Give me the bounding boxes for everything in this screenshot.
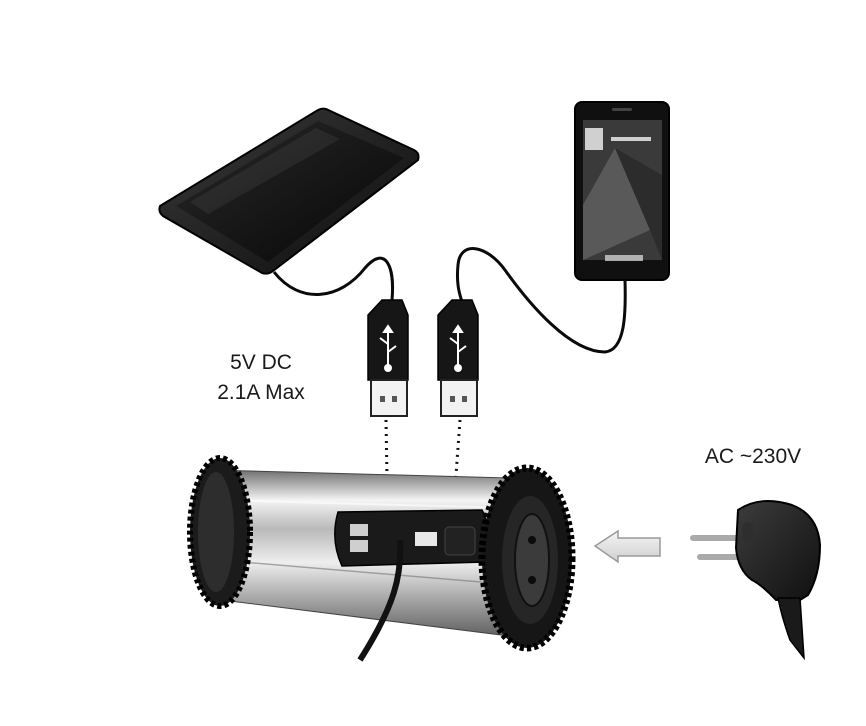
dc-output-current-label: 2.1A Max (217, 381, 305, 404)
usb-plug-right (437, 299, 479, 417)
car-inverter (187, 455, 576, 662)
dc-output-voltage-label: 5V DC (230, 351, 292, 374)
left-arrow-icon (593, 529, 661, 564)
usb-icon (449, 324, 467, 372)
tablet (158, 107, 420, 275)
usb-cables (272, 247, 627, 354)
usb-icon (379, 324, 397, 372)
ac-input-label: AC ~230V (704, 445, 802, 468)
smartphone (574, 101, 670, 281)
usb-plug-left (367, 299, 409, 417)
schuko-plug (690, 500, 822, 661)
